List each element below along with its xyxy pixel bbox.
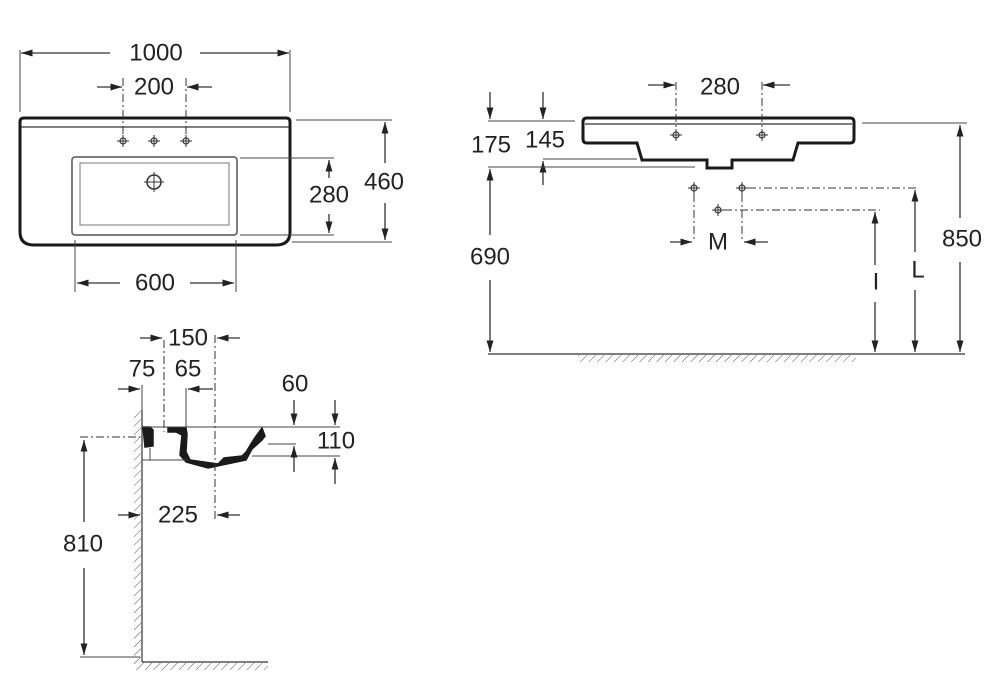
dim-offset-65: 65: [175, 355, 202, 382]
dim-width: 1000: [129, 39, 182, 66]
top-view: 1000 200 460 280 600: [18, 39, 404, 296]
floor-hatch: [136, 663, 268, 670]
connection-point-icon: [711, 203, 725, 217]
connection-point-icon: [735, 181, 749, 195]
floor-hatch: [578, 355, 856, 362]
dim-depth-110: 110: [317, 427, 355, 454]
dim-rim-60: 60: [282, 370, 309, 397]
dim-offset-75: 75: [129, 355, 156, 382]
dim-depth: 460: [364, 168, 404, 195]
dim-under-height: 690: [470, 243, 510, 270]
dim-m: M: [708, 228, 728, 255]
dim-rim-height: 145: [525, 126, 565, 153]
bowl-outline: [71, 156, 238, 236]
dim-overall-height: 175: [471, 131, 511, 158]
dim-l: L: [911, 256, 924, 283]
dim-bowl-width: 600: [135, 269, 175, 296]
dim-bowl-depth: 280: [309, 181, 349, 208]
side-view: 150 75 65 60 110 225 810: [63, 324, 355, 670]
dim-mount-height: 850: [942, 225, 982, 252]
dim-i: I: [873, 268, 880, 295]
dim-height-810: 810: [63, 530, 103, 557]
dim-projection-225: 225: [158, 501, 198, 528]
dim-offset-150: 150: [168, 324, 208, 351]
wall-hatch: [134, 410, 141, 664]
front-view: 280 175 145 690 M I L: [470, 73, 982, 362]
basin-section: [142, 426, 266, 469]
basin-front-outline: [581, 116, 856, 170]
drain-icon: [144, 172, 164, 192]
dim-front-tap-spacing: 280: [700, 73, 740, 100]
connection-point-icon: [687, 181, 701, 195]
dim-tap-spacing: 200: [134, 73, 174, 100]
